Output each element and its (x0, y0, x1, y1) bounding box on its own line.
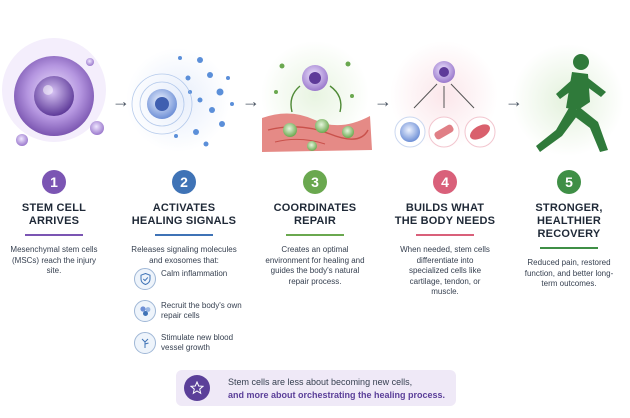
healing-signals-illustration (126, 48, 234, 152)
takeaway-line-1: Stem cells are less about becoming new c… (228, 377, 413, 387)
arrow-right-icon: → (374, 91, 392, 111)
divider (25, 234, 83, 236)
list-item: Recruit the body's own repair cells (134, 299, 254, 327)
step-title: STRONGER,HEALTHIER RECOVERY (535, 202, 603, 240)
illustrations (2, 38, 624, 156)
list-item: Stimulate new blood vessel growth (134, 331, 254, 359)
shield-icon (134, 268, 156, 290)
step-description: Releases signaling molecules and exosome… (131, 245, 237, 265)
healing-signals-list: Calm inflammation Recruit the body's own… (134, 267, 254, 363)
star-icon (184, 375, 210, 401)
divider (416, 234, 474, 236)
cells-icon (134, 300, 156, 322)
step-number-badge: 4 (433, 170, 457, 194)
coordinates-repair-illustration (261, 41, 372, 152)
list-item-label: Stimulate new blood vessel growth (161, 333, 234, 352)
step-description: Reduced pain, restored function, and bet… (524, 258, 614, 288)
takeaway-line-2: and more about orchestrating the healing… (228, 390, 446, 400)
list-item-label: Recruit the body's own repair cells (161, 301, 242, 320)
arrow-right-icon: → (505, 91, 523, 111)
builds-illustration (390, 41, 498, 149)
step-number-badge: 3 (303, 170, 327, 194)
step-description: When needed, stem cells differentiate in… (400, 245, 490, 296)
step-description: Mesenchymal stem cells (MSCs) reach the … (10, 245, 98, 275)
vessel-icon (134, 332, 156, 354)
arrow-right-icon: → (112, 91, 130, 111)
divider (155, 234, 213, 236)
step-5: 5 STRONGER,HEALTHIER RECOVERY Reduced pa… (510, 170, 628, 290)
list-item-label: Calm inflammation (161, 269, 228, 278)
divider (286, 234, 344, 236)
step-number-badge: 1 (42, 170, 66, 194)
divider (540, 247, 598, 249)
arrow-right-icon: → (242, 91, 260, 111)
step-number-badge: 2 (172, 170, 196, 194)
key-takeaway-banner: Stem cells are less about becoming new c… (176, 370, 456, 406)
list-item: Calm inflammation (134, 267, 254, 295)
step-number-badge: 5 (557, 170, 581, 194)
stem-cell-illustration (2, 38, 106, 146)
step-description: Creates an optimal environment for heali… (265, 245, 365, 286)
runner-illustration (512, 44, 624, 156)
